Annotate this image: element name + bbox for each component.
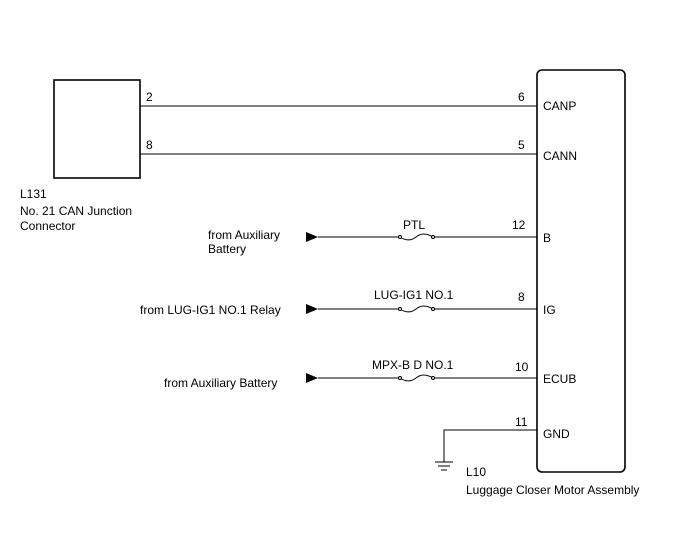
pin-label-ig: IG — [543, 303, 556, 317]
left-connector-id: L131 — [20, 187, 47, 201]
ground-icon — [435, 461, 453, 471]
arrow-ecub-icon — [306, 373, 318, 383]
pin-label-ecub: ECUB — [543, 372, 576, 386]
fuse-b-icon — [399, 233, 434, 241]
pin-number-cann: 5 — [518, 138, 525, 152]
fuse-ig-icon — [399, 305, 434, 313]
pin-label-cann: CANN — [543, 149, 577, 163]
fuse-b-terminal-left — [398, 235, 402, 239]
pin-label-gnd: GND — [543, 427, 570, 441]
fuse-ig-label: LUG-IG1 NO.1 — [374, 288, 454, 302]
gnd-wire — [443, 429, 537, 462]
pin-label-canp: CANP — [543, 99, 576, 113]
fuse-b-label: PTL — [403, 218, 425, 232]
fuse-b-terminal-right — [431, 235, 435, 239]
source-b-line2: Battery — [208, 242, 246, 256]
pin-number-b: 12 — [512, 218, 526, 232]
fuse-ecub-label: MPX-B D NO.1 — [372, 358, 454, 372]
fuse-ecub-icon — [399, 374, 434, 382]
left-pin-canp: 2 — [146, 90, 153, 104]
fuse-ig-terminal-left — [398, 307, 402, 311]
assembly-name: Luggage Closer Motor Assembly — [466, 483, 639, 497]
left-pin-cann: 8 — [146, 138, 153, 152]
pin-number-canp: 6 — [518, 90, 525, 104]
fuse-ig-terminal-right — [431, 307, 435, 311]
left-connector-name-line1: No. 21 CAN Junction — [20, 204, 132, 218]
pin-number-gnd: 11 — [515, 415, 528, 429]
left-connector-name-line2: Connector — [20, 219, 75, 233]
pin-label-b: B — [543, 231, 551, 245]
luggage-closer-assembly-box — [536, 69, 626, 473]
source-ig: from LUG-IG1 NO.1 Relay — [140, 303, 281, 317]
arrow-ig-icon — [306, 304, 318, 314]
arrow-b-icon — [306, 232, 318, 242]
fuse-ecub-terminal-right — [431, 376, 435, 380]
pin-number-ig: 8 — [518, 290, 525, 304]
pin-number-ecub: 10 — [515, 360, 529, 374]
fuse-ecub-terminal-left — [398, 376, 402, 380]
assembly-id: L10 — [466, 465, 486, 479]
source-ecub: from Auxiliary Battery — [164, 376, 277, 390]
source-b-line1: from Auxiliary — [208, 228, 280, 242]
can-junction-connector-box — [53, 79, 141, 179]
